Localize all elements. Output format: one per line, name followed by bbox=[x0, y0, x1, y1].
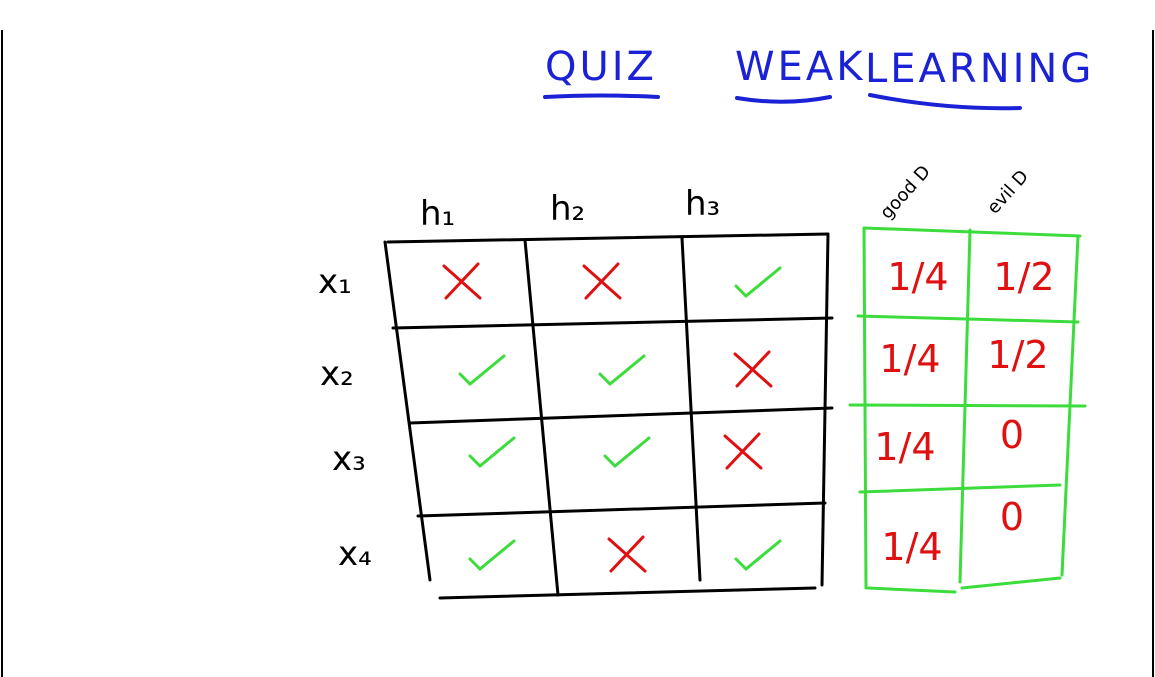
title-word-learning: LEARNING bbox=[865, 46, 1094, 92]
cross-icon bbox=[733, 350, 773, 388]
evil-d-value-row2: 1/2 bbox=[987, 333, 1048, 377]
row-label-x3: x₃ bbox=[332, 439, 366, 479]
cross-icon bbox=[442, 262, 482, 300]
evil-d-value-row1: 1/2 bbox=[993, 255, 1054, 299]
good-d-value-row2: 1/4 bbox=[879, 337, 940, 381]
column-header-h2: h₂ bbox=[550, 189, 585, 229]
title-word-weak: WEAK bbox=[735, 44, 865, 90]
distribution-grid bbox=[848, 226, 1087, 594]
marks-layer bbox=[442, 262, 782, 573]
cross-icon bbox=[607, 535, 647, 573]
checkmark-icon bbox=[458, 354, 506, 387]
evil-d-header: evil D bbox=[983, 166, 1033, 218]
good-d-value-row1: 1/4 bbox=[887, 255, 948, 299]
cross-icon bbox=[723, 432, 763, 470]
title-underline-learning bbox=[868, 93, 1022, 111]
cross-icon bbox=[582, 262, 622, 300]
title-underline-weak bbox=[735, 95, 832, 104]
hypothesis-table-grid bbox=[383, 232, 834, 600]
good-d-value-row3: 1/4 bbox=[874, 425, 935, 469]
checkmark-icon bbox=[468, 436, 516, 469]
checkmark-icon bbox=[734, 266, 782, 299]
checkmark-icon bbox=[468, 539, 516, 572]
good-d-value-row4: 1/4 bbox=[881, 525, 942, 569]
row-label-x4: x₄ bbox=[338, 534, 372, 574]
checkmark-icon bbox=[603, 436, 651, 469]
quiz-title: QUIZ WEAK LEARNING bbox=[543, 44, 1094, 111]
column-header-h1: h₁ bbox=[420, 194, 455, 234]
column-header-h3: h₃ bbox=[685, 184, 720, 224]
evil-d-value-row4: 0 bbox=[1000, 495, 1024, 539]
checkmark-icon bbox=[598, 354, 646, 387]
good-d-header: good D bbox=[876, 161, 935, 223]
checkmark-icon bbox=[734, 539, 782, 572]
title-underline-quiz bbox=[543, 93, 660, 99]
row-label-x2: x₂ bbox=[320, 354, 354, 394]
evil-d-value-row3: 0 bbox=[1000, 413, 1024, 457]
row-label-x1: x₁ bbox=[318, 262, 352, 302]
title-word-quiz: QUIZ bbox=[545, 44, 657, 90]
